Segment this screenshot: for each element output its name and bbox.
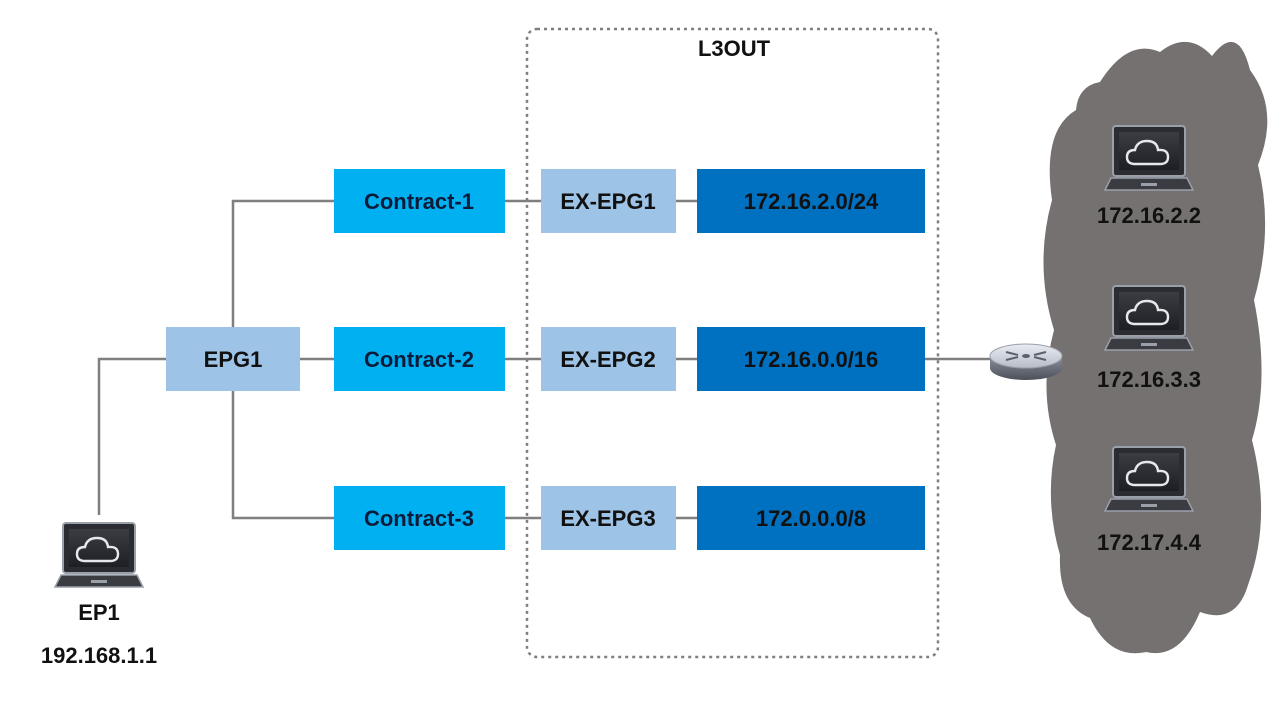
subnet-label: 172.0.0.0/8: [756, 506, 866, 531]
host-ip: 172.16.2.2: [1097, 203, 1201, 228]
ex-epg-node-1[interactable]: EX-EPG1: [541, 169, 676, 233]
ep1-laptop-icon[interactable]: [53, 521, 145, 589]
ex-epg-node-3[interactable]: EX-EPG3: [541, 486, 676, 550]
subnet-label: 172.16.0.0/16: [744, 347, 879, 372]
subnet-node-3[interactable]: 172.0.0.0/8: [697, 486, 925, 550]
contract-node-2[interactable]: Contract-2: [334, 327, 505, 391]
contract-label: Contract-3: [364, 506, 474, 531]
ex-epg-label: EX-EPG3: [560, 506, 655, 531]
subnet-box: [697, 486, 925, 550]
l3out-container: [525, 27, 940, 659]
contract-node-1[interactable]: Contract-1: [334, 169, 505, 233]
wire-epg1-contract3: [231, 391, 334, 520]
ex-epg-node-2[interactable]: EX-EPG2: [541, 327, 676, 391]
router-icon[interactable]: [989, 343, 1063, 380]
subnet-label: 172.16.2.0/24: [744, 189, 879, 214]
contract-node-3[interactable]: Contract-3: [334, 486, 505, 550]
ep1-ip: 192.168.1.1: [41, 643, 157, 668]
external-host-1[interactable]: 172.16.2.2: [1097, 124, 1201, 228]
contract-box: [334, 169, 505, 233]
ep1-name: EP1: [78, 600, 120, 625]
contract-box: [334, 486, 505, 550]
external-host-3[interactable]: 172.17.4.4: [1097, 445, 1202, 555]
laptop-cloud-icon: [1103, 445, 1195, 513]
connection-wires: [97, 199, 992, 520]
contract-box: [334, 327, 505, 391]
host-ip: 172.16.3.3: [1097, 367, 1201, 392]
ex-epg-box: [541, 486, 676, 550]
laptop-cloud-icon: [1103, 124, 1195, 192]
epg1-box: [166, 327, 300, 391]
wire-ep1-epg1: [97, 357, 166, 515]
wire-epg1-contract1: [231, 199, 334, 327]
subnet-node-1[interactable]: 172.16.2.0/24: [697, 169, 925, 233]
contract-label: Contract-1: [364, 189, 474, 214]
contract-label: Contract-2: [364, 347, 474, 372]
ex-epg-box: [541, 327, 676, 391]
subnet-box: [697, 169, 925, 233]
subnet-box: [697, 327, 925, 391]
l3out-label: L3OUT: [698, 36, 771, 61]
ex-epg-box: [541, 169, 676, 233]
host-ip: 172.17.4.4: [1097, 530, 1202, 555]
laptop-cloud-icon: [1103, 284, 1195, 352]
external-host-2[interactable]: 172.16.3.3: [1097, 284, 1201, 392]
subnet-node-2[interactable]: 172.16.0.0/16: [697, 327, 925, 391]
epg1-label: EPG1: [204, 347, 263, 372]
epg1-node[interactable]: EPG1: [166, 327, 300, 391]
ex-epg-label: EX-EPG2: [560, 347, 655, 372]
ex-epg-label: EX-EPG1: [560, 189, 655, 214]
